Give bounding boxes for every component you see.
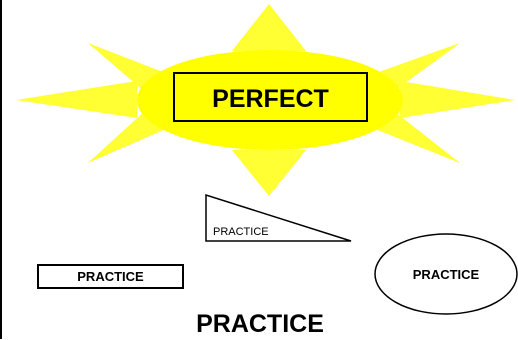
oval-label: PRACTICE [413,267,480,282]
ray-bottom [232,150,306,196]
perfect-label: PERFECT [212,85,329,113]
ray-top [232,4,306,51]
practice-bottom-label: PRACTICE [150,308,370,340]
practice-box: PRACTICE [37,264,184,289]
box-label: PRACTICE [77,269,143,284]
ray-left [16,81,137,118]
triangle-label: PRACTICE [213,226,269,238]
ray-right [400,81,515,118]
